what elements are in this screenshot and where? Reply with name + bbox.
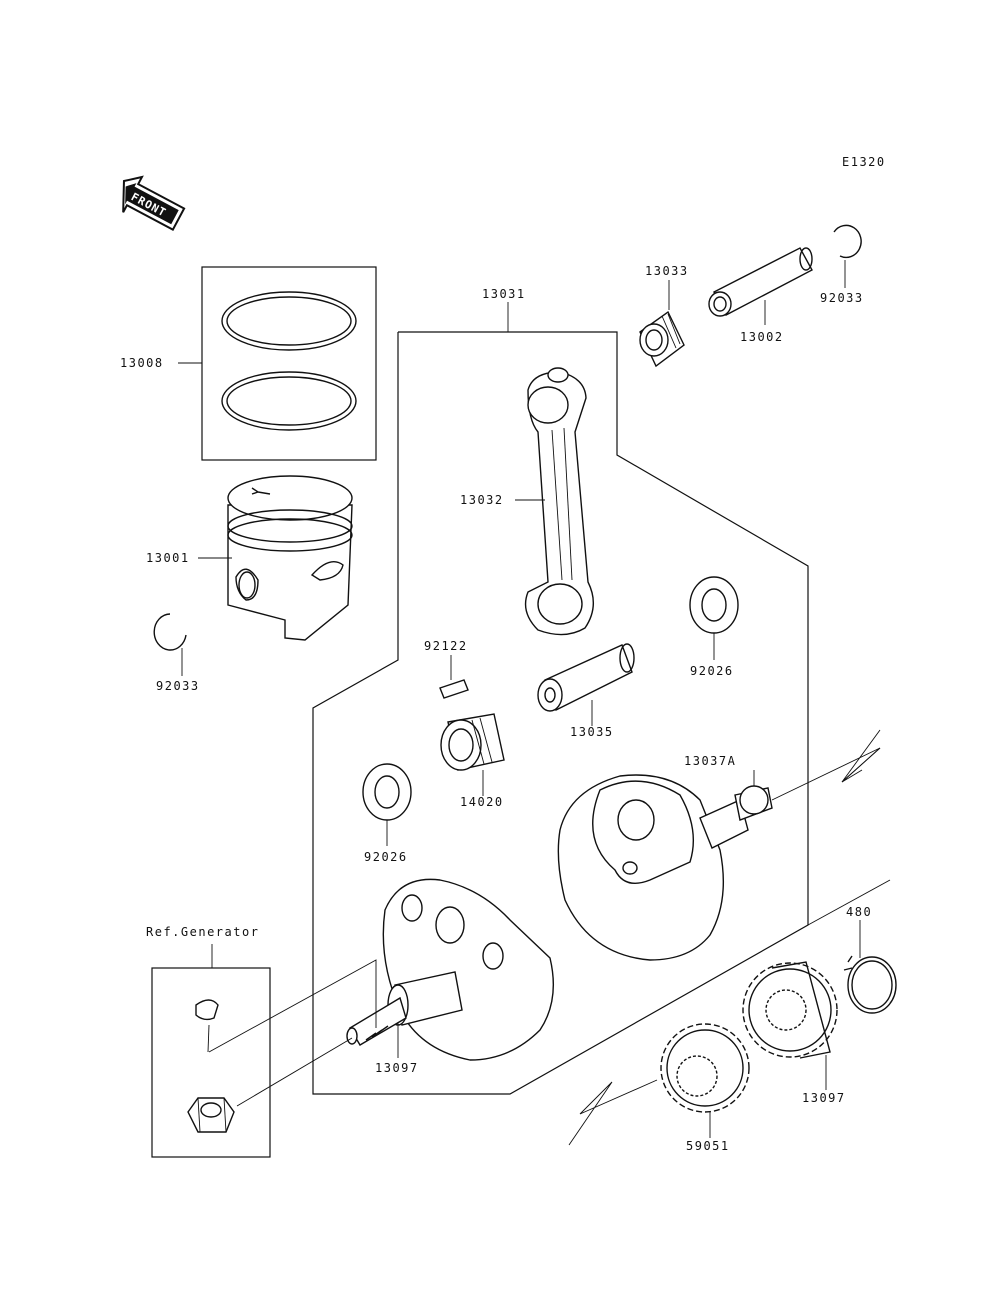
label-13035: 13035 [570, 725, 614, 739]
crank-pin [537, 643, 635, 712]
piston [227, 475, 353, 641]
label-13001: 13001 [146, 551, 190, 565]
label-92026-left: 92026 [364, 850, 408, 864]
thrust-washer-right [689, 576, 739, 634]
crankshaft-assy-bracket [312, 331, 809, 1095]
nut [187, 1097, 235, 1133]
circlip-right [833, 224, 862, 259]
ref-generator-box [151, 967, 271, 1158]
crankshaft-right-half [557, 774, 773, 961]
thrust-washer-left [362, 763, 412, 821]
label-92033-right: 92033 [820, 291, 864, 305]
label-13033: 13033 [645, 264, 689, 278]
piston-ring-lower [221, 371, 357, 431]
needle-bearing-big-end [440, 713, 505, 771]
label-92033-left: 92033 [156, 679, 200, 693]
circlip-480 [843, 955, 897, 1014]
label-14020: 14020 [460, 795, 504, 809]
label-13097-right: 13097 [802, 1091, 846, 1105]
label-13037A: 13037A [684, 754, 736, 768]
primary-gear [742, 961, 838, 1059]
label-13002: 13002 [740, 330, 784, 344]
drive-gear [660, 1023, 750, 1113]
needle-bearing-small [639, 310, 685, 368]
piston-pin [708, 247, 813, 317]
label-92026-right: 92026 [690, 664, 734, 678]
crank-pin-small [439, 679, 469, 699]
label-13032: 13032 [460, 493, 504, 507]
woodruff-key [195, 999, 219, 1021]
label-480: 480 [846, 905, 872, 919]
ref-generator-label: Ref.Generator [146, 925, 259, 939]
front-arrow-icon: FRONT [122, 175, 186, 232]
label-13031: 13031 [482, 287, 526, 301]
piston-rings-box [201, 266, 377, 461]
piston-ring-upper [221, 291, 357, 351]
crankshaft-left-half [346, 878, 555, 1061]
circlip-left [153, 613, 187, 651]
label-59051: 59051 [686, 1139, 730, 1153]
diagram-code: E1320 [842, 155, 886, 169]
label-13008: 13008 [120, 356, 164, 370]
connecting-rod [524, 367, 594, 636]
label-92122: 92122 [424, 639, 468, 653]
label-13097-left: 13097 [375, 1061, 419, 1075]
